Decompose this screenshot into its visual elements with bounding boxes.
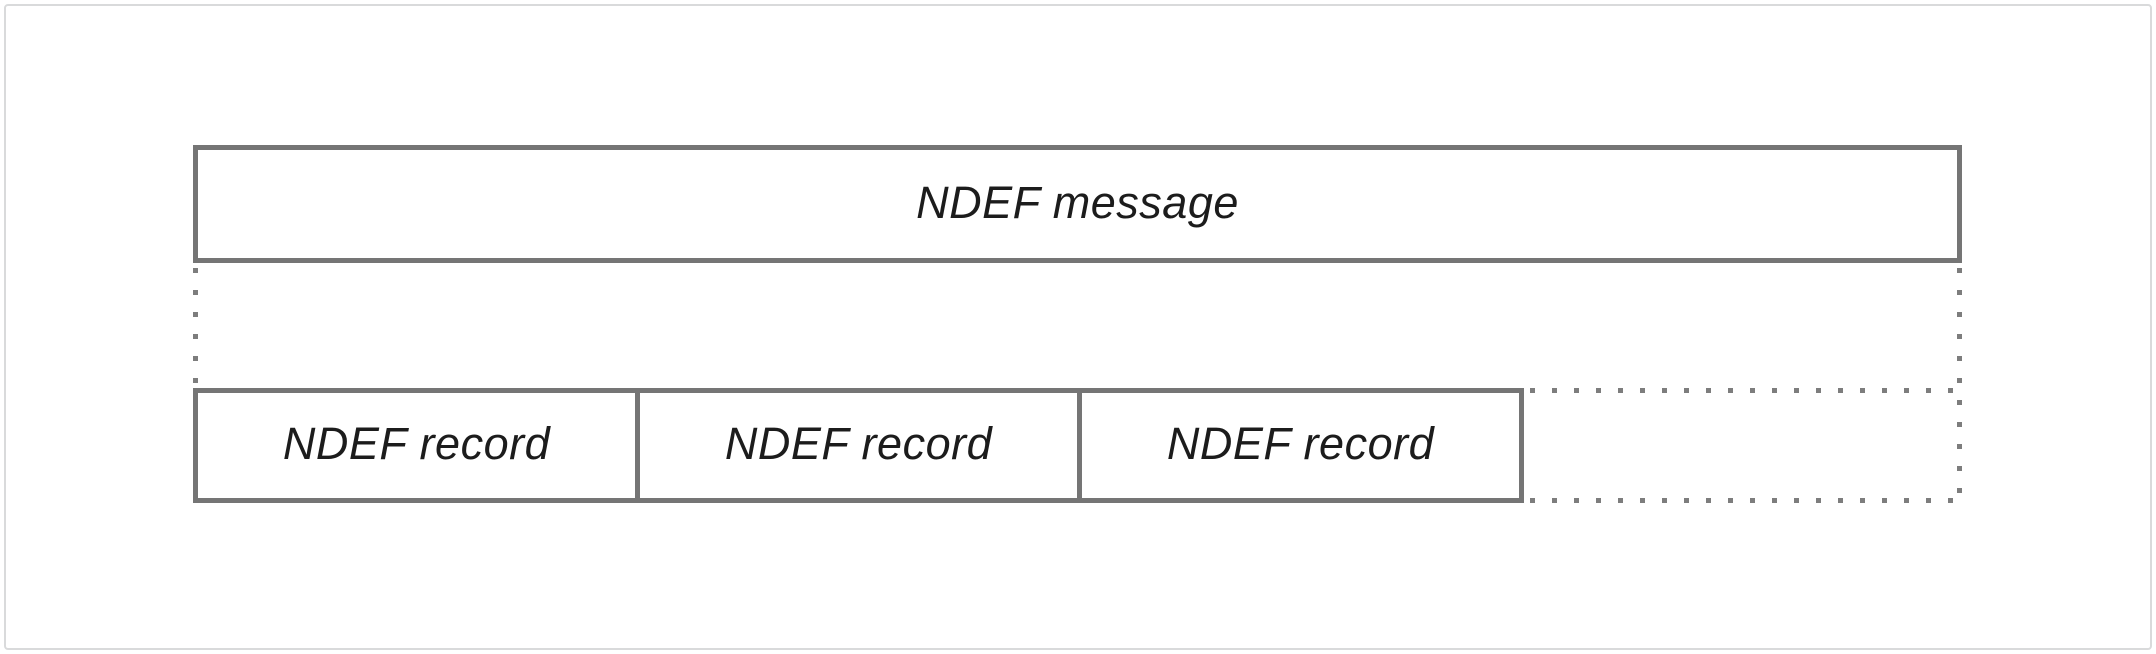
right-dotted-connector	[1957, 268, 1962, 503]
top-dotted-continuation	[1530, 388, 1962, 393]
ndef-record-label-2: NDEF record	[724, 418, 993, 469]
ndef-message-box: NDEF message	[193, 145, 1962, 263]
outer-frame	[4, 4, 2152, 650]
ndef-record-box-1: NDEF record	[193, 388, 640, 503]
ndef-message-label: NDEF message	[916, 176, 1239, 228]
bottom-dotted-continuation	[1530, 498, 1962, 503]
ndef-record-box-3: NDEF record	[1077, 388, 1524, 503]
ndef-record-box-2: NDEF record	[635, 388, 1082, 503]
ndef-record-label-1: NDEF record	[282, 418, 551, 469]
left-dotted-connector	[193, 268, 198, 385]
ndef-records-row: NDEF record NDEF record NDEF record	[193, 388, 1524, 503]
ndef-record-label-3: NDEF record	[1166, 418, 1435, 469]
